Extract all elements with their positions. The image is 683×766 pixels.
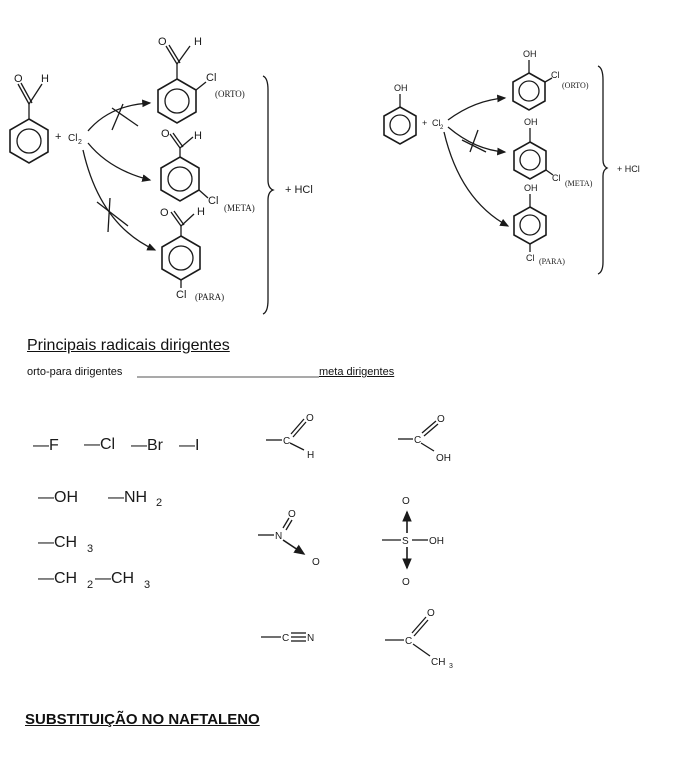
product-para-1: O H Cl (PARA) [160,206,224,302]
svg-text:Cl: Cl [176,289,186,301]
label-meta-1: (META) [224,203,255,213]
arrow-para [82,149,157,251]
svg-text:O: O [306,413,314,424]
svg-text:3: 3 [449,663,453,670]
svg-text:Cl: Cl [552,173,561,183]
label-meta-2: (META) [565,179,593,188]
group-iodine: —I [179,437,199,454]
group-ethyl-ch2: —CH [38,570,77,587]
reactant-hydrogen: H [41,73,49,85]
svg-text:3: 3 [87,543,93,555]
product-meta-1: O H Cl (META) [160,128,255,213]
arrow-meta [87,142,152,182]
svg-text:H: H [194,130,202,142]
meta-label: meta dirigentes [319,366,395,378]
arrow-orto [87,99,152,132]
meta-group-sulfonic: S O O OH [382,496,444,588]
benzaldehyde-reactant: O H [9,73,49,164]
svg-text:OH: OH [524,183,538,193]
arrow-meta-2 [447,126,507,156]
group-hydroxyl: —OH [38,489,78,506]
arrow-para-2 [443,131,510,227]
svg-text:Cl: Cl [208,195,218,207]
svg-text:OH: OH [436,453,451,464]
svg-text:C: C [405,636,412,647]
svg-text:Cl: Cl [526,253,535,263]
svg-text:H: H [194,36,202,48]
svg-text:C: C [414,435,421,446]
meta-group-nitrile: C N [261,632,314,644]
svg-text:CH: CH [431,657,445,668]
label-para-1: (PARA) [195,292,224,302]
svg-text:O: O [312,557,320,568]
svg-text:3: 3 [144,579,150,591]
product-orto-2: OH Cl (ORTO) [512,49,589,111]
svg-text:O: O [158,36,167,48]
svg-text:OH: OH [394,83,408,93]
svg-text:+: + [422,118,427,128]
group-ethyl-ch3: —CH [95,570,134,587]
meta-group-aldehyde: C O H [266,413,314,461]
product-orto-1: O H Cl (ORTO) [157,36,245,124]
section-title: Principais radicais dirigentes [27,337,230,354]
svg-text:N: N [307,633,314,644]
group-methyl: —CH [38,534,77,551]
group-amino: —NH [108,489,147,506]
meta-group-nitro: N O O [258,509,320,568]
label-orto-1: (ORTO) [215,89,245,99]
svg-text:2: 2 [87,579,93,591]
svg-text:O: O [402,496,410,507]
meta-group-carboxyl: C O OH [398,414,451,464]
footer-title: SUBSTITUIÇÃO NO NAFTALENO [25,711,260,728]
product-para-2: OH Cl (PARA) [513,183,565,266]
svg-text:O: O [437,414,445,425]
group-bromine: —Br [131,437,164,454]
bracket-1 [262,75,275,315]
svg-text:OH: OH [523,49,537,59]
reactant-oxygen: O [14,73,23,85]
svg-text:H: H [307,450,314,461]
svg-text:S: S [402,536,409,547]
chlorine-subscript: 2 [78,139,82,146]
svg-text:H: H [197,206,205,218]
orto-para-groups: —F —Cl —Br —I —OH —NH 2 —CH 3 —CH 2 —CH … [33,436,199,591]
product-meta-2: OH Cl (META) [513,117,593,188]
plus-sign: + [55,131,61,143]
label-orto-2: (ORTO) [562,81,589,90]
blocked-mark-para [96,201,129,227]
byproduct-hcl-2: + HCl [617,164,640,174]
phenol-reactant: OH [383,83,417,145]
svg-text:Cl: Cl [206,72,216,84]
svg-text:O: O [427,608,435,619]
blocked-mark-orto [111,107,139,127]
svg-text:OH: OH [429,536,444,547]
svg-text:O: O [402,577,410,588]
byproduct-hcl-1: + HCl [285,184,313,196]
svg-text:N: N [275,531,282,542]
group-chlorine: —Cl [84,436,115,453]
orto-para-label: orto-para dirigentes [27,366,123,378]
svg-text:OH: OH [524,117,538,127]
meta-group-ketone: C O CH 3 [385,608,453,670]
group-fluorine: —F [33,437,59,454]
arrow-orto-2 [447,94,507,121]
label-para-2: (PARA) [539,257,565,266]
svg-text:2: 2 [440,125,444,131]
svg-text:Cl: Cl [432,118,441,128]
chlorine-reagent: Cl [68,133,77,144]
bracket-2 [597,65,609,275]
svg-text:C: C [283,436,290,447]
svg-text:O: O [160,207,169,219]
svg-text:O: O [288,509,296,520]
svg-text:O: O [161,128,170,140]
svg-text:C: C [282,633,289,644]
svg-text:2: 2 [156,497,162,509]
svg-text:Cl: Cl [551,70,560,80]
blocked-mark-meta-2 [461,139,487,153]
